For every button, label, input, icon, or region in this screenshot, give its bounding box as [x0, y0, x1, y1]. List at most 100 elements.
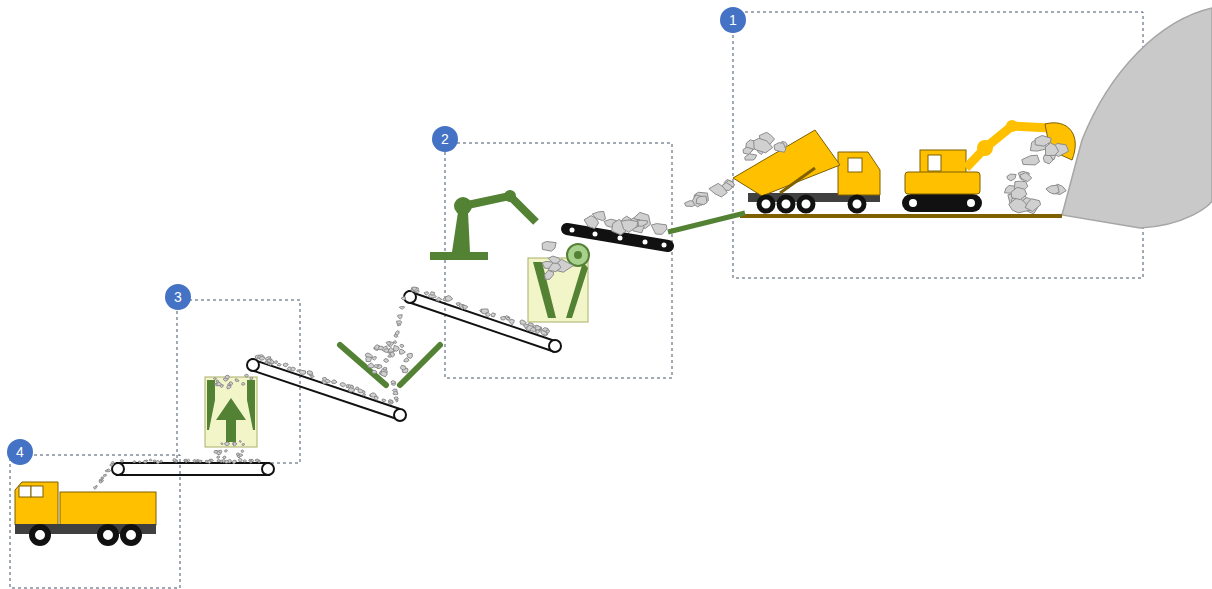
- rock: [195, 460, 198, 462]
- rock-face: [1062, 8, 1212, 228]
- rock: [463, 305, 468, 309]
- dump-truck: [733, 130, 880, 211]
- rock: [1045, 143, 1058, 156]
- rock: [372, 357, 377, 361]
- callout-text: 2: [441, 131, 449, 147]
- haul-truck: [15, 482, 156, 543]
- rock: [99, 481, 102, 483]
- callout-number: 4: [7, 439, 33, 465]
- rock: [398, 315, 403, 319]
- rock: [745, 154, 757, 160]
- rock: [709, 183, 727, 197]
- cone-crusher: [205, 377, 257, 447]
- rock: [358, 389, 363, 393]
- rock: [224, 450, 227, 452]
- rock: [391, 381, 396, 384]
- callout-number: 3: [165, 284, 191, 310]
- rock: [1022, 155, 1040, 165]
- rock: [283, 363, 288, 367]
- rock: [153, 460, 156, 462]
- rock: [218, 450, 222, 453]
- rock: [486, 312, 491, 316]
- rock: [144, 460, 147, 462]
- rock: [584, 216, 599, 229]
- conveyor: [404, 291, 561, 352]
- rock: [520, 320, 526, 324]
- rock: [268, 360, 274, 365]
- rock: [407, 353, 412, 358]
- rock: [332, 380, 338, 384]
- rock: [374, 365, 379, 368]
- rock: [384, 359, 389, 363]
- callout-text: 4: [16, 444, 24, 460]
- rock: [366, 357, 372, 362]
- rock: [1043, 155, 1053, 164]
- rock: [259, 356, 264, 360]
- callout-number: 1: [720, 7, 746, 33]
- rock: [149, 459, 152, 461]
- rock: [112, 462, 115, 464]
- rock: [456, 303, 460, 306]
- rock: [228, 459, 231, 462]
- rock: [1020, 173, 1032, 182]
- rock: [436, 297, 442, 301]
- rock: [1025, 199, 1041, 212]
- rock: [372, 370, 377, 373]
- rock: [506, 317, 509, 320]
- rock: [382, 399, 386, 402]
- rock: [277, 363, 281, 366]
- rock: [400, 344, 404, 347]
- rock: [299, 370, 306, 374]
- rock: [399, 349, 405, 354]
- rock: [233, 442, 237, 445]
- rock: [216, 380, 219, 382]
- rock: [404, 358, 409, 362]
- rock: [505, 316, 510, 321]
- rock: [546, 330, 549, 333]
- rock: [651, 224, 667, 235]
- rock: [238, 458, 242, 461]
- rock: [242, 443, 244, 445]
- rock: [217, 456, 220, 458]
- rock: [245, 374, 249, 377]
- rock: [545, 270, 554, 279]
- rock: [143, 461, 147, 464]
- rock: [548, 263, 561, 272]
- rock: [743, 147, 753, 154]
- rock: [104, 474, 107, 476]
- rock: [241, 450, 244, 453]
- rock: [542, 242, 556, 252]
- rock: [325, 379, 331, 382]
- rock: [509, 319, 514, 325]
- rock: [412, 287, 417, 290]
- rock: [239, 454, 243, 456]
- rock: [207, 460, 211, 463]
- chute: [668, 213, 745, 232]
- rock: [621, 220, 638, 233]
- rock: [184, 460, 188, 463]
- excavator: [902, 120, 1075, 212]
- rock: [267, 359, 271, 363]
- rock: [381, 371, 388, 376]
- rock: [274, 361, 277, 364]
- rock: [395, 331, 399, 335]
- rock: [445, 296, 453, 302]
- rock: [198, 460, 202, 462]
- rock: [1011, 187, 1027, 199]
- rock: [399, 307, 404, 310]
- rock: [394, 397, 398, 400]
- rock: [388, 355, 391, 358]
- rock: [388, 400, 393, 405]
- rock: [105, 470, 108, 472]
- rock: [389, 347, 395, 352]
- rock: [348, 388, 354, 392]
- conveyor: [247, 359, 406, 421]
- rock: [400, 365, 406, 370]
- rock: [208, 461, 211, 463]
- rock: [173, 460, 176, 462]
- rock: [384, 349, 389, 353]
- rock: [536, 330, 540, 334]
- rock: [363, 393, 366, 396]
- rock: [491, 313, 495, 317]
- rock: [217, 459, 220, 462]
